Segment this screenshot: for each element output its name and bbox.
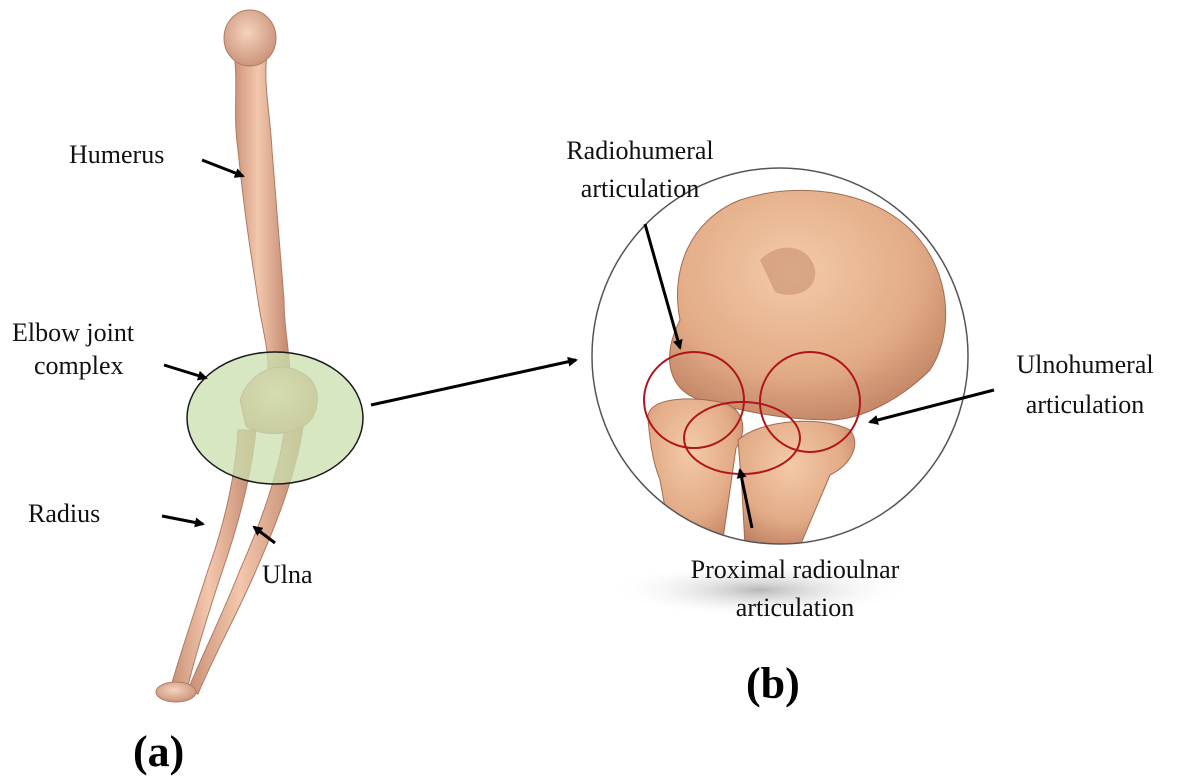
radiohumeral-label-line1: Radiohumeral — [530, 136, 750, 166]
ulnohumeral-label-line1: Ulnohumeral — [990, 350, 1180, 380]
elbow-joint-label-line1: Elbow joint — [12, 318, 134, 348]
radiohumeral-label-line2: articulation — [530, 174, 750, 204]
panel-a-tag: (a) — [133, 728, 184, 776]
radius-arrow — [162, 516, 203, 524]
ulna-label: Ulna — [262, 560, 313, 590]
zoom-arrow — [371, 360, 576, 405]
panel-b-tag: (b) — [746, 660, 800, 708]
elbow-arrow — [164, 365, 206, 378]
ulnohumeral-label-line2: articulation — [990, 390, 1180, 420]
humerus-label: Humerus — [69, 140, 164, 170]
humerus-bone — [224, 10, 290, 380]
proximal-radioulnar-label-line2: articulation — [640, 593, 950, 623]
radius-label: Radius — [28, 499, 100, 529]
humerus-arrow — [202, 160, 243, 176]
elbow-joint-label-line2: complex — [34, 351, 124, 381]
elbow-highlight-ellipse — [187, 352, 363, 484]
proximal-radioulnar-label-line1: Proximal radioulnar — [640, 555, 950, 585]
